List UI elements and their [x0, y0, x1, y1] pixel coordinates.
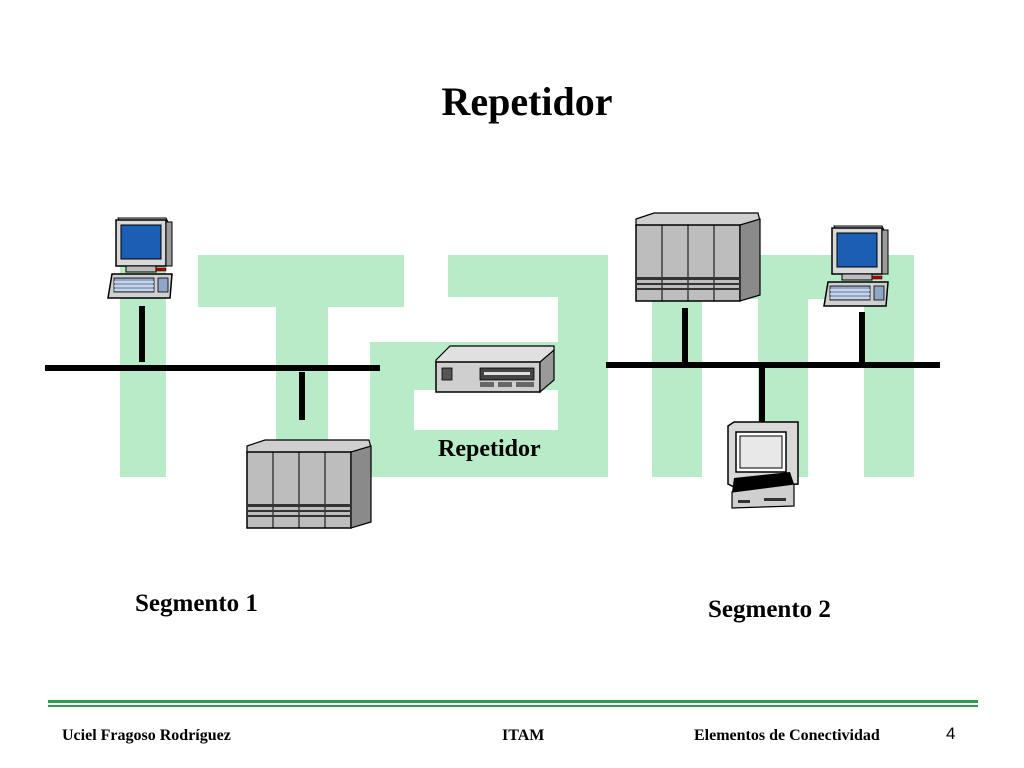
footer-institution: ITAM	[502, 727, 545, 744]
footer-divider	[48, 700, 978, 703]
mainframe-server-icon	[246, 439, 372, 529]
repeater-device-icon	[435, 345, 555, 394]
footer-author: Uciel Fragoso Rodríguez	[62, 727, 231, 744]
segment1-label: Segmento 1	[135, 590, 258, 617]
desktop-computer-icon	[107, 217, 173, 299]
footer-topic: Elementos de Conectividad	[694, 727, 880, 744]
mainframe-server-icon	[635, 212, 761, 302]
page-number: 4	[946, 724, 956, 743]
segment2-label: Segmento 2	[708, 596, 831, 623]
footer-divider	[48, 705, 978, 707]
slide-title: Repetidor	[441, 79, 613, 124]
workstation-icon	[727, 421, 799, 509]
repeater-label: Repetidor	[438, 436, 541, 462]
desktop-computer-icon	[823, 225, 889, 307]
